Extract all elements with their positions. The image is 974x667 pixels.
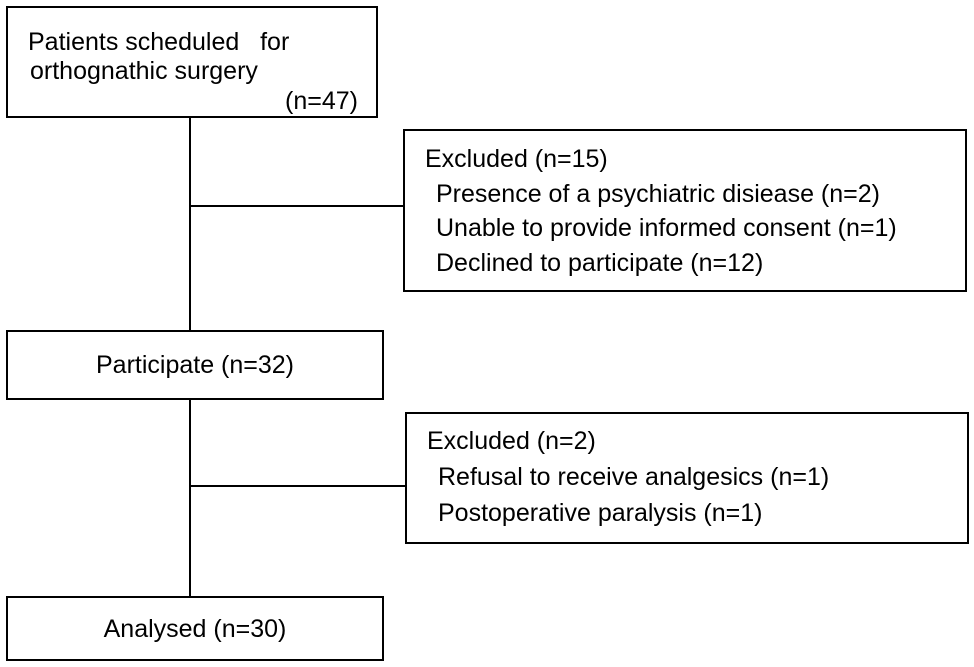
box-participate: Participate (n=32): [6, 330, 384, 400]
start-count: (n=47): [285, 87, 358, 115]
excluded-1-title: Excluded (n=15): [425, 145, 608, 173]
connector-start-to-participate: [189, 116, 191, 332]
connector-branch-exclusion1: [189, 205, 405, 207]
excluded-1-reason: Presence of a psychiatric disiease (n=2): [436, 180, 880, 208]
start-line-2: orthognathic surgery: [30, 57, 258, 85]
excluded-2-reason: Postoperative paralysis (n=1): [438, 499, 763, 527]
participate-label: Participate (n=32): [95, 351, 295, 379]
analysed-label: Analysed (n=30): [103, 614, 287, 643]
connector-branch-exclusion2: [189, 485, 407, 487]
excluded-2-reason: Refusal to receive analgesics (n=1): [438, 463, 830, 491]
box-analysed: Analysed (n=30): [6, 596, 384, 661]
box-patients-scheduled: Patients scheduled for orthognathic surg…: [6, 6, 378, 118]
connector-participate-to-analysed: [189, 399, 191, 597]
excluded-1-reason: Unable to provide informed consent (n=1): [436, 214, 897, 242]
start-line-1: Patients scheduled for: [28, 28, 290, 56]
excluded-2-title: Excluded (n=2): [427, 427, 596, 455]
box-excluded-2: Excluded (n=2) Refusal to receive analge…: [405, 412, 969, 544]
box-excluded-1: Excluded (n=15) Presence of a psychiatri…: [403, 129, 967, 292]
excluded-1-reason: Declined to participate (n=12): [436, 249, 764, 277]
